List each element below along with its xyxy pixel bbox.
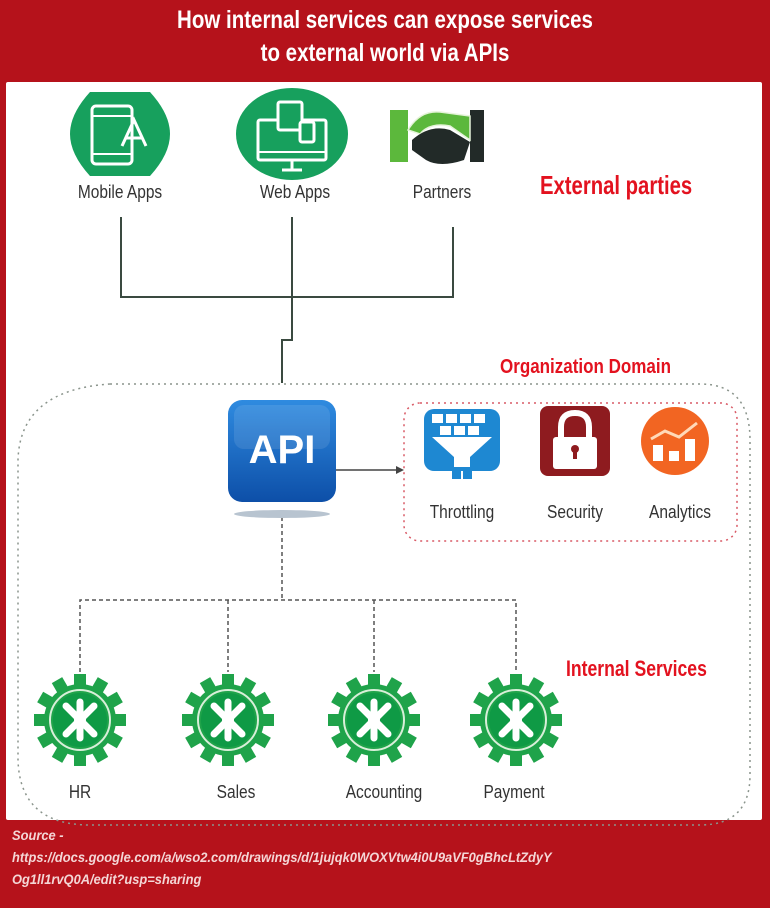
web-devices-icon — [236, 88, 348, 180]
padlock-icon — [540, 406, 610, 476]
service-label-payment: Payment — [483, 782, 545, 802]
title-line-2: to external world via APIs — [260, 39, 510, 67]
service-label-hr: HR — [68, 782, 92, 802]
source-footer: Source - https://docs.google.com/a/wso2.… — [12, 824, 599, 890]
page-title: How internal services can expose service… — [69, 4, 700, 70]
mobile-app-icon — [70, 92, 170, 176]
external-label-partners: Partners — [412, 182, 472, 202]
title-line-1: How internal services can expose service… — [177, 6, 593, 34]
feature-label-security: Security — [547, 502, 603, 522]
section-label-organization-domain: Organization Domain — [500, 356, 671, 378]
service-label-sales: Sales — [216, 782, 256, 802]
external-label-web-apps: Web Apps — [259, 182, 331, 202]
chart-icon — [641, 407, 709, 475]
service-label-accounting: Accounting — [345, 782, 423, 802]
service-gear-icon-sales — [182, 674, 274, 766]
external-connectors — [120, 217, 454, 383]
service-gear-icon-payment — [470, 674, 562, 766]
source-url-line-1[interactable]: https://docs.google.com/a/wso2.com/drawi… — [12, 849, 552, 865]
section-label-external-parties: External parties — [540, 170, 693, 200]
api-to-features-arrow — [336, 466, 404, 474]
organization-domain-boundary — [17, 383, 751, 826]
external-label-mobile-apps: Mobile Apps — [77, 182, 163, 202]
feature-label-throttling: Throttling — [429, 502, 495, 522]
gateway-features-boundary — [403, 402, 738, 542]
source-label: Source - — [12, 827, 64, 843]
api-label: API — [248, 428, 316, 472]
service-gear-icon-hr — [34, 674, 126, 766]
source-url-line-2[interactable]: Og1ll1rvQ0A/edit?usp=sharing — [12, 871, 202, 887]
funnel-icon — [424, 409, 500, 479]
handshake-icon — [390, 110, 484, 164]
internal-connectors — [79, 510, 517, 672]
service-gear-icon-accounting — [328, 674, 420, 766]
section-label-internal-services: Internal Services — [566, 656, 707, 681]
feature-label-analytics: Analytics — [649, 502, 711, 522]
api-icon — [228, 400, 336, 518]
